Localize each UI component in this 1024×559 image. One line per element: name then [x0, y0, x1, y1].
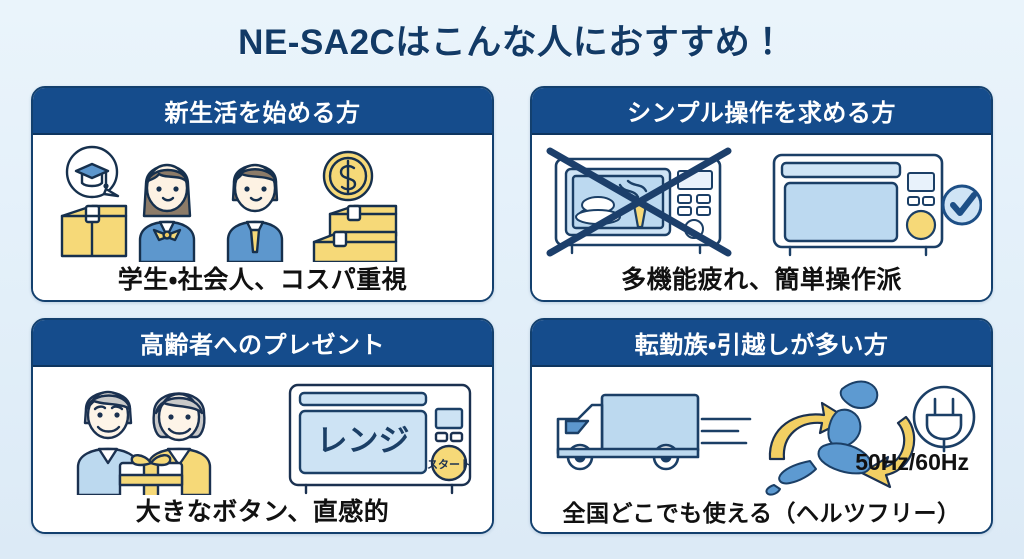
- gift-box: [118, 453, 183, 495]
- illustration-students-workers-boxes-coin: .ln{fill:none;stroke:#16304d;stroke-widt…: [33, 139, 492, 267]
- moving-truck: [556, 393, 751, 471]
- illustration-elderly-couple-microwave: .eln{fill:none;stroke:#1b3150;stroke-wid…: [33, 371, 492, 499]
- card-gift-for-elderly: 高齢者へのプレゼント .eln{fill:none;stroke:#1b3150…: [31, 318, 494, 534]
- simple-microwave: [772, 153, 943, 256]
- page-title: NE-SA2Cはこんな人におすすめ！: [238, 23, 786, 62]
- elderly-man-avatar: [76, 390, 139, 495]
- japan-map: [764, 380, 878, 496]
- card-header-new-life: 新生活を始める方: [33, 88, 492, 135]
- card-grid: 新生活を始める方 .ln{fill:none;stroke:#16304d;st…: [31, 86, 993, 546]
- male-worker-avatar: [226, 163, 283, 262]
- card-caption-gift-for-elderly: 大きなボタン、直感的: [135, 497, 390, 526]
- card-new-life: 新生活を始める方 .ln{fill:none;stroke:#16304d;st…: [31, 86, 494, 302]
- hz-label: 50Hz/60Hz: [855, 449, 969, 475]
- card-body-simple-operation: .mln{fill:none;stroke:#1b3f66;stroke-wid…: [532, 135, 991, 300]
- card-header-gift-for-elderly: 高齢者へのプレゼント: [33, 320, 492, 367]
- illustration-microwave-comparison: .mln{fill:none;stroke:#1b3f66;stroke-wid…: [532, 139, 991, 267]
- card-frequent-movers: 転勤族・引越しが多い方 .tln{fill:none;stroke:#1b3f6…: [530, 318, 993, 534]
- card-caption-new-life: 学生・社会人、コスパ重視: [117, 265, 408, 294]
- stacked-boxes: [312, 204, 397, 262]
- microwave-big-buttons: レンジ スタート: [288, 383, 471, 494]
- female-student-avatar: [138, 163, 195, 262]
- graduation-cap-speech-bubble: [65, 145, 119, 198]
- microwave-door-label: レンジ: [316, 423, 409, 458]
- cardboard-box: [60, 204, 127, 257]
- dollar-coin: [322, 150, 373, 201]
- card-caption-frequent-movers: 全国どこでも使える（ヘルツフリー）: [562, 499, 961, 526]
- complex-microwave-crossed-out: [546, 147, 731, 257]
- card-header-simple-operation: シンプル操作を求める方: [532, 88, 991, 135]
- card-caption-simple-operation: 多機能疲れ、簡単操作派: [621, 265, 902, 294]
- check-circle: [941, 184, 982, 226]
- card-header-frequent-movers: 転勤族・引越しが多い方: [532, 320, 991, 367]
- illustration-truck-japan-plug: .tln{fill:none;stroke:#1b3f66;stroke-wid…: [532, 371, 991, 501]
- card-body-frequent-movers: .tln{fill:none;stroke:#1b3f66;stroke-wid…: [532, 367, 991, 532]
- card-body-new-life: .ln{fill:none;stroke:#16304d;stroke-widt…: [33, 135, 492, 300]
- microwave-knob-label: スタート: [427, 458, 471, 471]
- card-body-gift-for-elderly: .eln{fill:none;stroke:#1b3150;stroke-wid…: [33, 367, 492, 532]
- card-simple-operation: シンプル操作を求める方 .mln{fill:none;stroke:#1b3f6…: [530, 86, 993, 302]
- power-plug-circle: [912, 385, 975, 453]
